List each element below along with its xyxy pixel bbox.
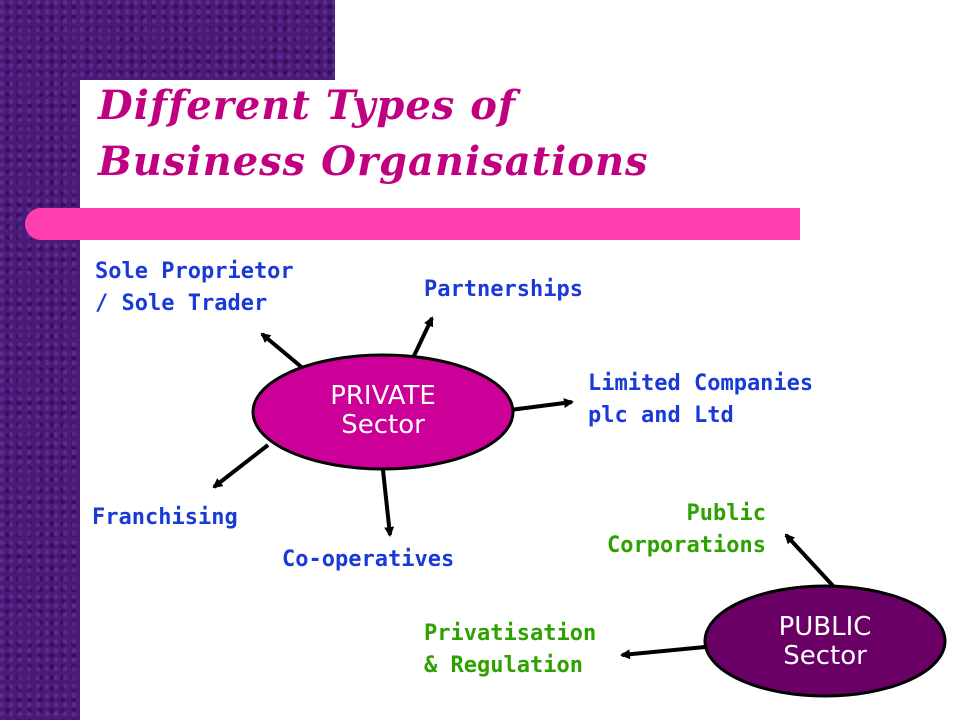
corporations-line-1: Public [686,501,766,526]
private-node-line-2: Sector [341,410,425,440]
private-sector-node [251,353,515,471]
label-privatisation: Privatisation & Regulation [424,618,596,682]
pink-divider-bar [25,208,800,240]
privatisation-line-1: Privatisation [424,621,597,646]
label-partnerships: Partnerships [424,274,583,306]
title-line-2: Business Organisations [98,138,649,185]
label-cooperatives: Co-operatives [282,544,454,576]
label-public-corporations: Public Corporations [560,498,766,562]
arrow-to-privatisation [620,645,706,660]
arrow-to-public-corporations [784,533,837,590]
partnerships-line-1: Partnerships [424,277,583,302]
limited-line-2: plc and Ltd [588,403,734,428]
left-purple-strip [0,0,80,720]
public-node-label: PUBLIC Sector [725,612,925,670]
limited-line-1: Limited Companies [588,371,814,396]
arrow-to-partnerships [410,316,434,361]
public-node-line-2: Sector [783,641,867,671]
label-franchising: Franchising [92,502,238,534]
title-line-1: Different Types of [98,82,517,129]
public-node-line-1: PUBLIC [778,612,872,642]
arrow-to-franchising [212,443,270,489]
franchising-line-1: Franchising [92,505,238,530]
label-sole-trader: Sole Proprietor / Sole Trader [95,256,294,320]
arrow-to-cooperatives [381,469,395,537]
corporations-line-2: Corporations [607,533,766,558]
public-sector-node [703,584,947,698]
arrow-to-limited-companies [509,398,574,412]
arrow-to-sole-trader [260,332,307,372]
slide-title: Different Types of Business Organisation… [98,78,649,190]
sole-trader-line-1: Sole Proprietor [95,259,294,284]
sole-trader-line-2: / Sole Trader [95,291,268,316]
top-purple-block [80,0,335,80]
private-node-label: PRIVATE Sector [283,381,483,439]
cooperatives-line-1: Co-operatives [282,547,455,572]
private-node-line-1: PRIVATE [330,381,436,411]
label-limited-companies: Limited Companies plc and Ltd [588,368,813,432]
privatisation-line-2: & Regulation [424,653,583,678]
